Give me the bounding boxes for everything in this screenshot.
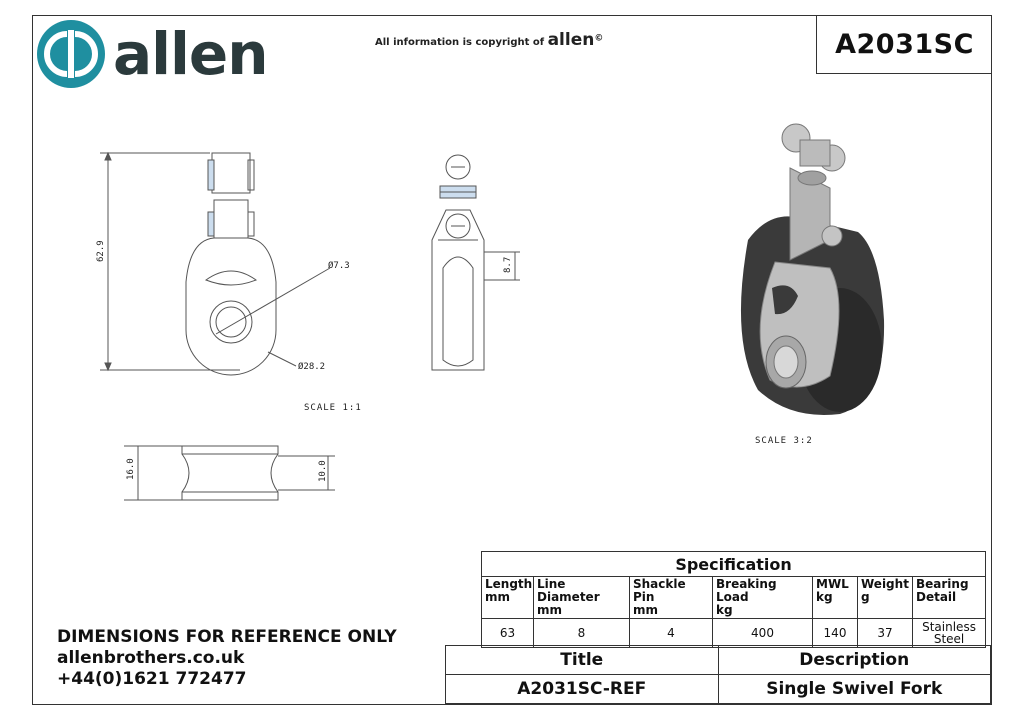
title-label: Title xyxy=(445,645,719,675)
side-view xyxy=(431,154,520,371)
spec-value-line-diameter: 8 xyxy=(533,618,630,648)
spec-value-breaking-load: 400 xyxy=(712,618,813,648)
iso-scale-label: SCALE 3:2 xyxy=(755,436,813,446)
logo-wordmark: allen xyxy=(113,20,269,88)
width-dimension: 16.0 xyxy=(126,458,136,480)
copyright-symbol: © xyxy=(594,33,604,44)
spec-value-weight: 37 xyxy=(857,618,913,648)
part-number-box: A2031SC xyxy=(816,15,992,74)
height-dimension: 62.9 xyxy=(96,240,106,262)
specification-caption: Specification xyxy=(480,551,987,577)
title-block: Title Description A2031SC-REF Single Swi… xyxy=(445,645,991,704)
copyright-prefix: All information is copyright of xyxy=(375,37,545,48)
website-note: allenbrothers.co.uk xyxy=(57,648,245,668)
copyright-notice: All information is copyright of allen© xyxy=(375,30,603,50)
isometric-render xyxy=(740,123,885,415)
copyright-brand: allen xyxy=(547,30,595,50)
bottom-view xyxy=(124,445,335,501)
spec-value-shackle-pin: 4 xyxy=(629,618,713,648)
part-number: A2031SC xyxy=(835,28,974,60)
logo-mark-icon xyxy=(37,20,105,88)
spec-value-row: 63 8 4 400 140 37 Stainless Steel xyxy=(481,618,987,648)
spec-value-mwl: 140 xyxy=(812,618,858,648)
front-view xyxy=(100,151,331,376)
groove-dimension: 10.0 xyxy=(318,460,328,482)
allen-logo: allen xyxy=(37,20,297,92)
description-label: Description xyxy=(717,645,991,675)
reference-note: DIMENSIONS FOR REFERENCE ONLY xyxy=(57,627,397,647)
offset-dimension: 8.7 xyxy=(503,257,513,273)
drawing-frame xyxy=(32,15,992,705)
spec-value-length: 63 xyxy=(481,618,534,648)
description-value: Single Swivel Fork xyxy=(717,674,991,704)
sheave-dimension: Ø28.2 xyxy=(298,361,325,372)
title-value: A2031SC-REF xyxy=(445,674,719,704)
bore-dimension: Ø7.3 xyxy=(328,260,350,271)
front-scale-label: SCALE 1:1 xyxy=(304,403,362,413)
spec-value-bearing: Stainless Steel xyxy=(911,618,987,648)
footer-notes: DIMENSIONS FOR REFERENCE ONLY allenbroth… xyxy=(57,627,397,690)
phone-note: +44(0)1621 772477 xyxy=(57,669,247,689)
